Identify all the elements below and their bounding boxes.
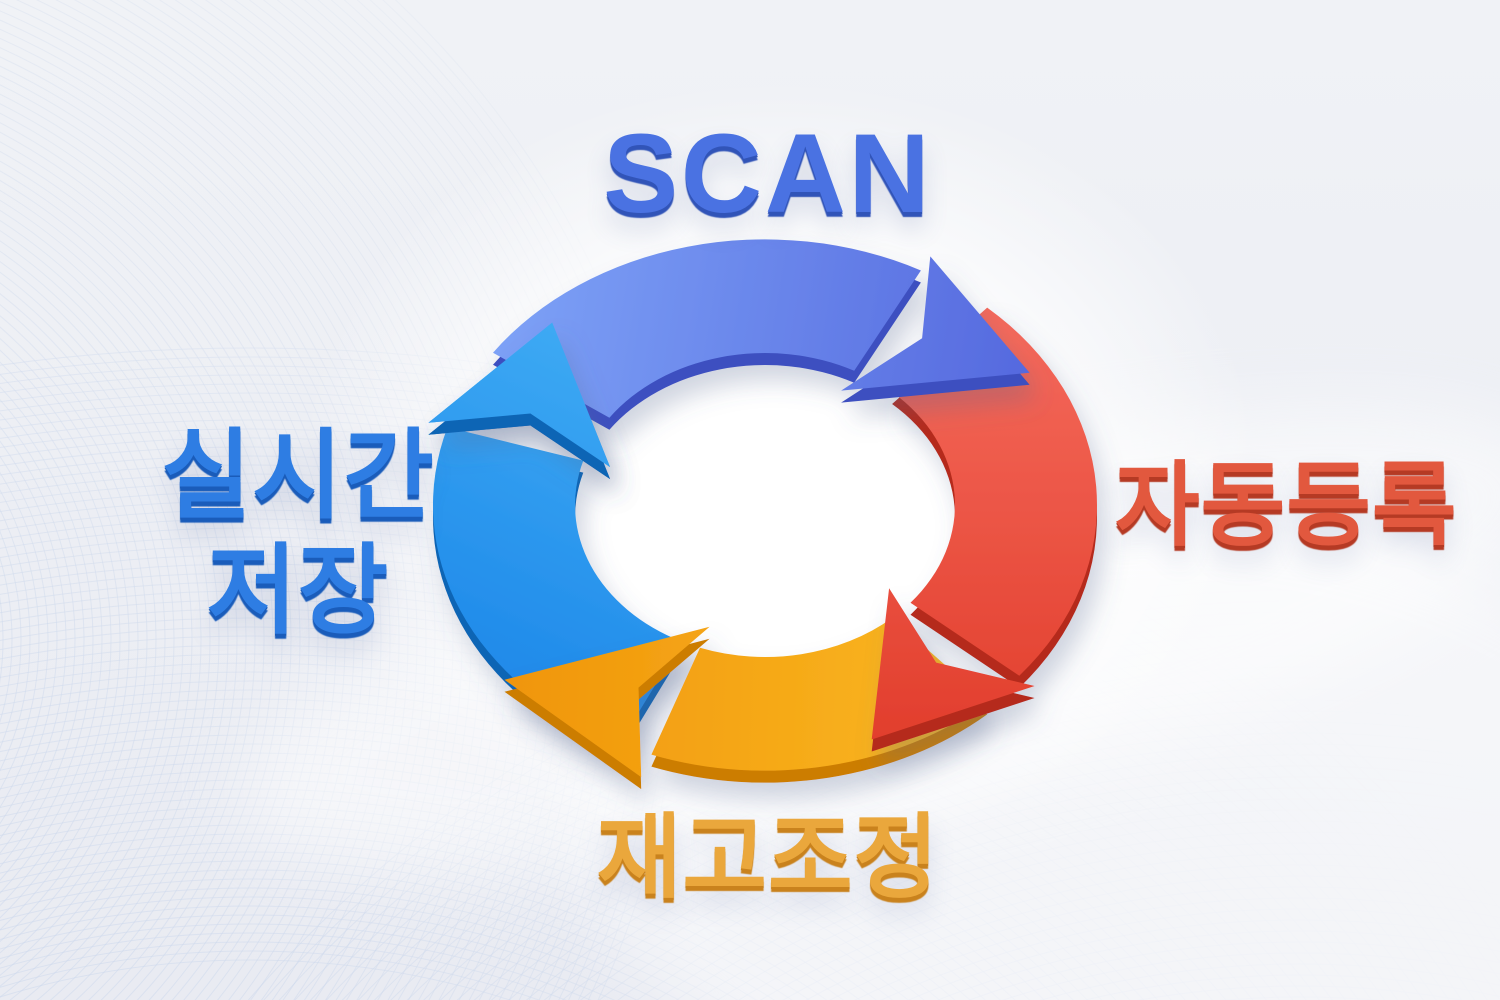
realtime-save-arrow-head-top: [428, 322, 611, 480]
auto-register-arrow-face: [871, 307, 1098, 740]
label-realtime-save-line1: 실시간: [161, 420, 435, 530]
scan-arrow-face: [493, 239, 1030, 418]
label-scan: SCAN: [603, 111, 933, 236]
label-inventory-adjust: 재고조정: [596, 807, 940, 909]
inventory-adjust-arrow: [504, 618, 988, 790]
auto-register-arrow: [871, 307, 1098, 752]
cycle-hole: [570, 349, 960, 661]
realtime-save-arrow-head-face: [428, 322, 611, 468]
realtime-save-arrow-face: [428, 322, 682, 744]
inventory-adjust-arrow-face: [504, 618, 988, 778]
label-realtime-save-line2: 저장: [206, 534, 390, 645]
scan-arrow: [493, 239, 1030, 430]
label-auto-register: 자동등록: [1115, 455, 1458, 557]
label-realtime-save: 실시간 저장: [78, 418, 518, 647]
